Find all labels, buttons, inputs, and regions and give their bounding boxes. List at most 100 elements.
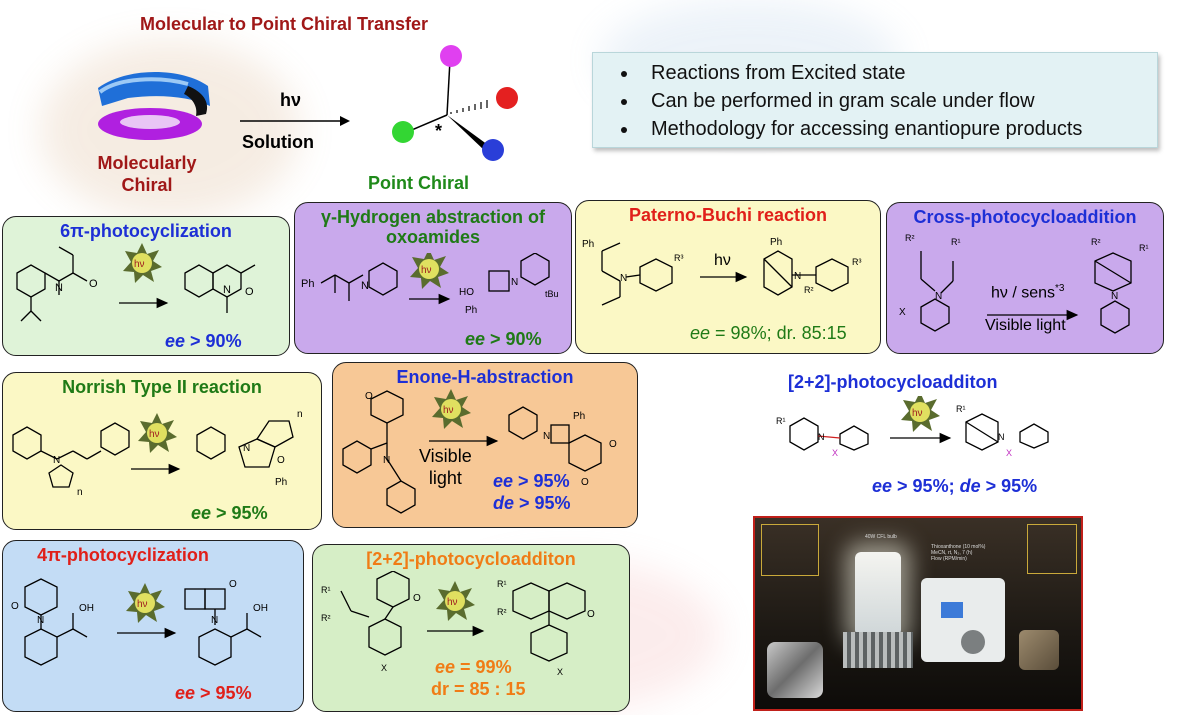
svg-text:N: N [935, 291, 942, 302]
svg-text:N: N [818, 432, 825, 442]
panel-2plus2-photocycloaddition-top: [2+2]-photocycloadditon R¹ N X hν R¹ N X… [770, 372, 1076, 502]
bullet-item: Reactions from Excited state [639, 59, 1157, 87]
svg-text:R²: R² [321, 613, 331, 623]
panel-title: 4π-photocyclization [37, 545, 209, 565]
svg-text:O: O [365, 391, 373, 402]
ee-value: ee = 99% [435, 657, 512, 677]
svg-text:N: N [223, 284, 231, 296]
svg-text:HO: HO [459, 287, 474, 298]
svg-text:N: N [794, 271, 801, 282]
svg-text:R¹: R¹ [1139, 243, 1149, 253]
ee-de-value: ee > 95%; de > 95% [872, 476, 1038, 496]
dr-value: dr = 85 : 15 [431, 679, 526, 699]
svg-text:O: O [89, 278, 98, 290]
svg-text:Ph: Ph [573, 411, 585, 422]
svg-text:R²: R² [804, 285, 814, 295]
reaction-scheme: N O hν N O [16, 243, 256, 322]
svg-text:R³: R³ [852, 257, 862, 267]
panel-enone-h-abstraction: Enone-H-abstraction O N hν N Ph O O Visi… [332, 362, 638, 528]
svg-text:N: N [37, 615, 44, 626]
svg-text:OH: OH [253, 603, 268, 614]
svg-text:X: X [899, 307, 906, 318]
panel-norrish-type-ii: Norrish Type II reaction N n hν N O Ph n… [2, 372, 322, 530]
photo-rack [843, 632, 913, 668]
panel-cross-photocycloaddition: Cross-photocycloaddition R² R¹ N X R² R¹… [886, 202, 1164, 354]
photo-foil-left [767, 642, 823, 698]
header-arrow [240, 116, 350, 126]
ee-value: ee = 98%; dr. 85:15 [690, 323, 847, 343]
cross-visible-light: Visible light [985, 317, 1066, 334]
reaction-scheme: Ph N hν HO N Ph tBu [301, 253, 559, 316]
svg-text:tBu: tBu [545, 289, 559, 299]
panel-2plus2-photocycloaddition-bottom: [2+2]-photocycloadditon R¹ R² O X hν R¹ … [312, 544, 630, 712]
svg-text:Ph: Ph [465, 305, 477, 316]
svg-text:N: N [361, 280, 369, 292]
reaction-scheme: O N hν N Ph O O [342, 389, 617, 514]
bullet-item: Can be performed in gram scale under flo… [639, 87, 1157, 115]
molecularly-label: Molecularly Chiral [97, 153, 197, 195]
svg-text:R²: R² [497, 607, 507, 617]
photo-foil-right [1019, 630, 1059, 670]
svg-text:R³: R³ [674, 253, 684, 263]
enone-visible-light: Visible light [419, 446, 472, 488]
ee-value: ee > 95% [493, 471, 570, 491]
flow-setup-photo: 40W CFL bulb Thioxanthone (10 mol%) MeCN… [753, 516, 1083, 711]
svg-text:hν: hν [447, 597, 458, 608]
svg-text:R¹: R¹ [497, 579, 507, 589]
photo-lamp-label: 40W CFL bulb [865, 534, 897, 540]
panel-4pi-photocyclization: 4π-photocyclization O N OH hν O N OH ee … [2, 540, 304, 712]
svg-text:N: N [543, 431, 550, 442]
de-value: de > 95% [493, 493, 571, 513]
panel-title: Enone-H-abstraction [396, 367, 574, 387]
reaction-scheme: O N OH hν O N OH [11, 578, 268, 666]
svg-text:R¹: R¹ [776, 416, 786, 426]
svg-text:n: n [77, 487, 83, 498]
reaction-scheme: R¹ N X hν R¹ N X [776, 396, 1049, 458]
svg-text:OH: OH [79, 603, 94, 614]
panel-title: [2+2]-photocycloadditon [788, 372, 998, 392]
svg-text:X: X [381, 663, 387, 673]
svg-text:X: X [1006, 448, 1012, 458]
header-title: Molecular to Point Chiral Transfer [140, 14, 429, 34]
reaction-scheme: Ph N R³ hν Ph N R² R³ [582, 237, 862, 306]
ee-value: ee > 90% [465, 329, 542, 349]
svg-text:Ph: Ph [301, 278, 314, 290]
panel-gamma-hydrogen-abstraction: γ-Hydrogen abstraction of oxoamides Ph N… [294, 202, 572, 354]
svg-text:R¹: R¹ [321, 585, 331, 595]
svg-text:n: n [297, 409, 303, 420]
svg-text:N: N [211, 615, 218, 626]
panel-title: γ-Hydrogen abstraction of oxoamides [320, 207, 546, 247]
svg-text:hν: hν [912, 408, 923, 419]
hv-label: hν [714, 252, 731, 269]
reaction-scheme: N n hν N O Ph n [12, 409, 303, 498]
svg-text:hν: hν [149, 429, 160, 440]
star-mark: * [435, 121, 442, 141]
key-features-box: Reactions from Excited state Can be perf… [592, 52, 1158, 148]
svg-text:Ph: Ph [275, 477, 287, 488]
point-chiral-label: Point Chiral [368, 173, 470, 193]
photo-pump [921, 578, 1005, 662]
svg-text:O: O [229, 579, 237, 590]
svg-text:N: N [243, 443, 250, 454]
svg-text:X: X [832, 448, 838, 458]
svg-text:R²: R² [1091, 237, 1101, 247]
panel-title: Paterno-Buchi reaction [628, 205, 828, 225]
photo-pump-label: Thioxanthone (10 mol%) MeCN, rt, N₂, 7 (… [931, 544, 986, 562]
svg-text:Ph: Ph [770, 237, 782, 248]
svg-text:hν: hν [137, 599, 148, 610]
svg-text:N: N [511, 277, 518, 288]
svg-text:N: N [1111, 291, 1118, 302]
svg-text:Ph: Ph [582, 239, 594, 250]
svg-text:R¹: R¹ [951, 237, 961, 247]
reaction-scheme: R¹ R² O X hν R¹ R² O X [321, 571, 595, 677]
ee-value: ee > 95% [191, 503, 268, 523]
svg-text:O: O [245, 286, 254, 298]
svg-text:N: N [383, 455, 390, 466]
svg-text:R¹: R¹ [956, 404, 966, 414]
svg-text:X: X [557, 667, 563, 677]
photo-lamp [855, 552, 901, 636]
svg-text:O: O [587, 609, 595, 620]
svg-text:N: N [55, 282, 63, 294]
ee-value: ee > 90% [165, 331, 242, 351]
bullet-item: Methodology for accessing enantiopure pr… [639, 115, 1157, 143]
